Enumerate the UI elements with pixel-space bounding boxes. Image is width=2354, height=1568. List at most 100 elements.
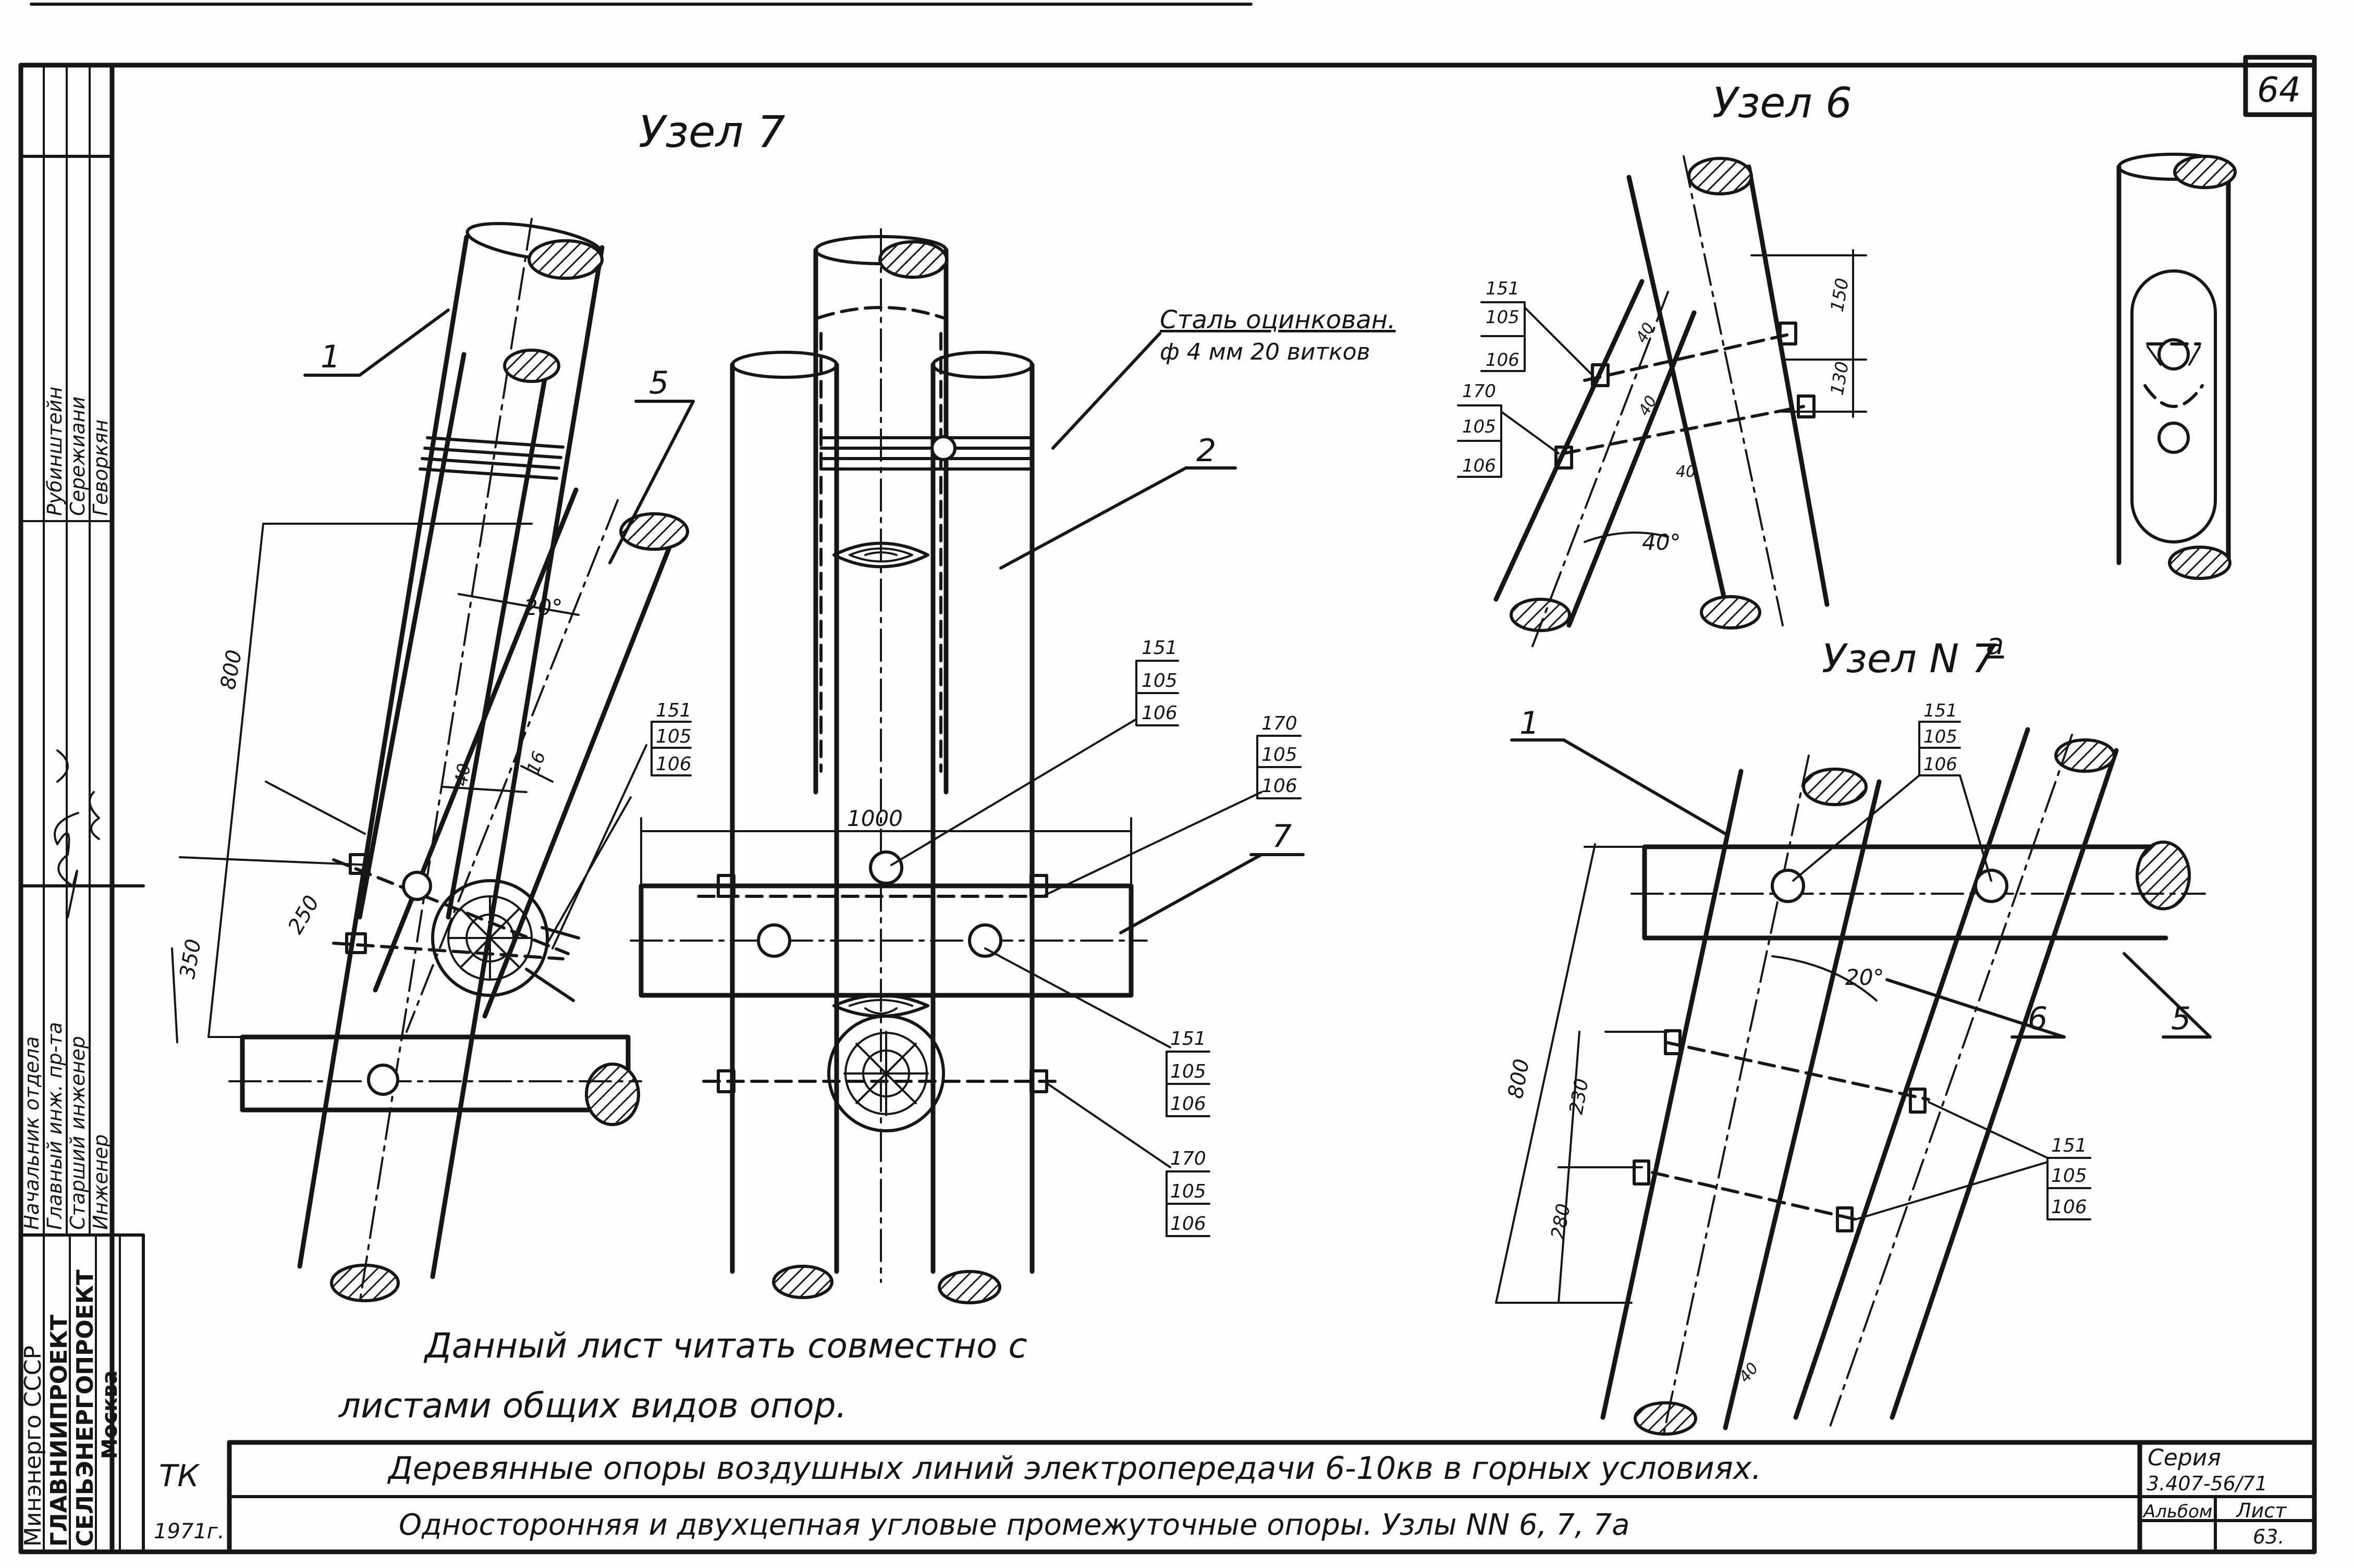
note-line-2: листами общих видов опор. bbox=[338, 1386, 847, 1426]
svg-text:170: 170 bbox=[1261, 713, 1297, 734]
svg-text:151: 151 bbox=[2051, 1135, 2087, 1156]
svg-text:151: 151 bbox=[1923, 700, 1957, 721]
uzel7-title: Узел 7 bbox=[639, 106, 785, 157]
callout-5: 5 bbox=[649, 365, 669, 401]
svg-text:106: 106 bbox=[1486, 350, 1519, 371]
signature bbox=[54, 749, 100, 918]
uzel6-angle: 40° bbox=[1642, 529, 1681, 555]
uzel7-spec-2: 151 105 106 bbox=[1135, 637, 1179, 726]
uzel7-dim-350: 350 bbox=[176, 937, 206, 981]
reading-note: Данный лист читать совместно с листами о… bbox=[338, 1326, 1027, 1426]
uzel7a-dim-800: 800 bbox=[1504, 1057, 1535, 1101]
stamp-org-2: ГЛАВНИИПРОЕКТ bbox=[46, 1315, 72, 1547]
svg-text:106: 106 bbox=[2051, 1196, 2087, 1218]
svg-text:106: 106 bbox=[1923, 754, 1957, 775]
svg-text:151: 151 bbox=[656, 700, 692, 721]
callout-2: 2 bbox=[1196, 433, 1216, 469]
svg-text:106: 106 bbox=[1462, 455, 1496, 476]
uzel7-dim-1000: 1000 bbox=[847, 806, 903, 831]
uzel7-spec-4: 151 105 106 bbox=[1166, 1028, 1210, 1117]
svg-text:106: 106 bbox=[656, 754, 692, 775]
uzel7-dim-40: 40 bbox=[450, 762, 475, 788]
uzel6-spec-1: 151 105 106 bbox=[1480, 278, 1593, 376]
uzel7a-spec-2: 151 105 106 bbox=[1855, 1101, 2091, 1220]
svg-text:106: 106 bbox=[1170, 1213, 1206, 1234]
stamp-role-4: Инженер bbox=[89, 1134, 112, 1230]
stamp-org-3: СЕЛЬЭНЕРГОПРОЕКТ bbox=[72, 1269, 99, 1547]
stamp-column: Начальник отдела Главный инж. пр-та Стар… bbox=[18, 63, 145, 1554]
svg-text:106: 106 bbox=[1261, 775, 1297, 797]
uzel6-dim-40c: 40 bbox=[1676, 463, 1696, 481]
svg-text:106: 106 bbox=[1142, 702, 1178, 724]
uzel7a-view: Узел N 7 а 800 230 280 40 20° 1 6 bbox=[1495, 627, 2212, 1439]
list-value: 63. bbox=[2253, 1525, 2284, 1548]
wire-note: Сталь оцинкован. ф 4 мм 20 витков bbox=[1051, 305, 1395, 450]
series-value: 3.407-56/71 bbox=[2147, 1472, 2267, 1495]
svg-text:151: 151 bbox=[1142, 637, 1178, 659]
uzel7-spec-3: 170 105 106 bbox=[1256, 713, 1302, 799]
stamp-role-1: Начальник отдела bbox=[20, 1036, 43, 1230]
uzel7-spec-5: 170 105 106 bbox=[1166, 1148, 1210, 1237]
stamp-title-1: Деревянные опоры воздушных линий электро… bbox=[387, 1450, 1761, 1487]
uzel6-spec-2: 170 105 106 bbox=[1457, 381, 1560, 478]
uzel6-view: Узел 6 150 130 40 40 40 40° 151 105 106 bbox=[1457, 79, 1867, 647]
series-label: Серия bbox=[2148, 1444, 2221, 1471]
uzel7a-sup: а bbox=[1986, 627, 2004, 661]
svg-text:ф 4 мм 20 витков: ф 4 мм 20 витков bbox=[1160, 339, 1370, 365]
callout-7: 7 bbox=[1272, 818, 1292, 855]
uzel6-dim-130: 130 bbox=[1826, 360, 1853, 397]
uzel6-dim-150: 150 bbox=[1826, 277, 1853, 314]
uzel7a-angle: 20° bbox=[1845, 965, 1884, 990]
uzel7-dim-250: 250 bbox=[284, 892, 324, 938]
svg-text:170: 170 bbox=[1462, 381, 1496, 402]
uzel7-angle: 20° bbox=[524, 595, 562, 620]
uzel6-dim-40a: 40 bbox=[1633, 319, 1658, 346]
uzel7a-callout-6: 6 bbox=[2028, 1001, 2048, 1037]
stamp-name-4: Геворкян bbox=[89, 419, 112, 516]
svg-text:170: 170 bbox=[1170, 1148, 1206, 1169]
uzel7a-callout-5: 5 bbox=[2171, 1001, 2191, 1037]
sheet-number: 64 bbox=[2257, 70, 2301, 110]
callout-1: 1 bbox=[321, 339, 340, 375]
album-label: Альбом bbox=[2142, 1501, 2212, 1522]
stamp-role-3: Старший инженер bbox=[66, 1036, 89, 1230]
pole-detail bbox=[2116, 153, 2237, 580]
uzel7-spec-1: 151 105 106 bbox=[651, 700, 692, 776]
svg-text:151: 151 bbox=[1170, 1028, 1206, 1050]
svg-text:105: 105 bbox=[1170, 1181, 1206, 1202]
uzel6-title: Узел 6 bbox=[1712, 79, 1852, 127]
uzel7-dim-16: 16 bbox=[523, 749, 550, 777]
note-line-1: Данный лист читать совместно с bbox=[423, 1326, 1027, 1366]
svg-text:105: 105 bbox=[1923, 726, 1957, 747]
frame bbox=[30, 3, 2317, 1554]
svg-text:105: 105 bbox=[2051, 1165, 2087, 1187]
svg-text:105: 105 bbox=[1170, 1061, 1206, 1082]
uzel7-dim-800: 800 bbox=[216, 648, 247, 692]
title-block: 64 ТК 1971г. Деревянные опоры воздушных … bbox=[154, 70, 2301, 1548]
stamp-name-3: Сережиани bbox=[66, 397, 89, 516]
stamp-org-1: Минэнерго СССР bbox=[20, 1345, 46, 1547]
svg-text:151: 151 bbox=[1486, 278, 1519, 299]
svg-text:Сталь оцинкован.: Сталь оцинкован. bbox=[1160, 305, 1395, 335]
uzel7-front-view: 1000 Сталь оцинкован. ф 4 мм 20 витков 2… bbox=[630, 228, 1395, 1304]
stamp-title-2: Односторонняя и двухцепная угловые проме… bbox=[399, 1508, 1629, 1542]
uzel7a-dim-280: 280 bbox=[1547, 1202, 1574, 1241]
uzel7a-title: Узел N 7 bbox=[1822, 635, 1997, 682]
uzel7a-spec-1: 151 105 106 bbox=[1792, 700, 1992, 882]
svg-text:105: 105 bbox=[1486, 307, 1519, 328]
stamp-org-4: Москва bbox=[98, 1371, 122, 1459]
stamp-role-2: Главный инж. пр-та bbox=[43, 1022, 66, 1230]
svg-text:106: 106 bbox=[1170, 1093, 1206, 1115]
svg-text:105: 105 bbox=[1261, 744, 1297, 766]
stamp-code: ТК bbox=[159, 1458, 200, 1493]
stamp-name-2: Рубинштейн bbox=[43, 387, 66, 516]
list-label: Лист bbox=[2235, 1499, 2287, 1522]
uzel7-side-view: Узел 7 800 350 25 bbox=[171, 106, 785, 1304]
uzel6-dim-40b: 40 bbox=[1635, 392, 1661, 419]
svg-text:105: 105 bbox=[1462, 416, 1496, 437]
uzel7a-callout-1: 1 bbox=[1519, 705, 1539, 742]
svg-text:105: 105 bbox=[656, 726, 692, 747]
svg-text:105: 105 bbox=[1142, 670, 1178, 692]
stamp-year: 1971г. bbox=[154, 1520, 225, 1544]
